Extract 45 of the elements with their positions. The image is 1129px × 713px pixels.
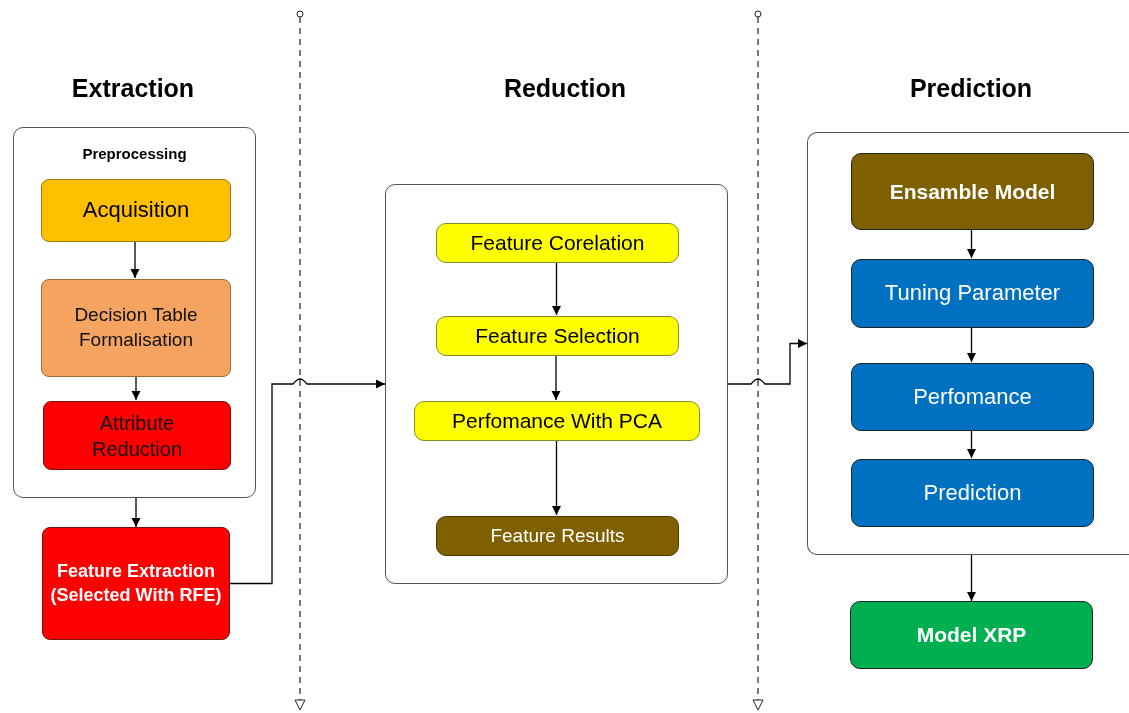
node-text: Attribute Reduction xyxy=(90,410,184,462)
node-text: Feature Results xyxy=(490,523,625,548)
process-box xyxy=(436,516,679,556)
node-text: Decision Table Formalisation xyxy=(73,303,199,352)
node-text: Ensamble Model xyxy=(889,178,1056,205)
process-box xyxy=(414,401,700,441)
node-text: Feature Corelation xyxy=(470,230,645,257)
group-box xyxy=(807,132,1129,555)
process-box xyxy=(43,401,231,470)
process-box xyxy=(851,459,1094,527)
arrow xyxy=(131,375,141,401)
node-text: Model XRP xyxy=(916,622,1027,649)
group-box xyxy=(13,127,256,498)
process-box xyxy=(436,316,679,356)
arrow xyxy=(229,378,386,585)
section-heading: Reduction xyxy=(503,74,627,103)
arrow xyxy=(727,338,808,385)
arrow xyxy=(966,326,977,363)
node-text: Feature Extraction (Selected With RFE) xyxy=(49,560,223,607)
arrow xyxy=(131,497,141,528)
node-text: Tuning Parameter xyxy=(884,279,1061,308)
node-text: Perfomance xyxy=(913,382,1032,411)
section-heading: Prediction xyxy=(909,74,1033,103)
arrow xyxy=(966,554,977,602)
node-text: Acquisition xyxy=(82,196,190,225)
process-box xyxy=(850,601,1093,669)
arrow xyxy=(130,240,140,279)
arrow xyxy=(551,261,562,316)
arrow xyxy=(966,429,977,459)
node-text: Perfomance With PCA xyxy=(451,408,663,435)
node-text: Feature Selection xyxy=(475,323,640,350)
process-box xyxy=(41,179,231,242)
group-heading: Preprocessing xyxy=(82,144,187,164)
process-box xyxy=(851,259,1094,328)
arrow xyxy=(966,228,977,259)
process-box xyxy=(851,153,1094,230)
process-box xyxy=(436,223,679,263)
process-box xyxy=(42,527,230,640)
section-heading: Extraction xyxy=(71,74,195,103)
process-box xyxy=(851,363,1094,431)
process-box xyxy=(41,279,231,377)
group-box xyxy=(385,184,728,584)
arrow xyxy=(551,354,561,401)
arrow xyxy=(551,439,562,516)
node-text: Prediction xyxy=(923,478,1022,507)
